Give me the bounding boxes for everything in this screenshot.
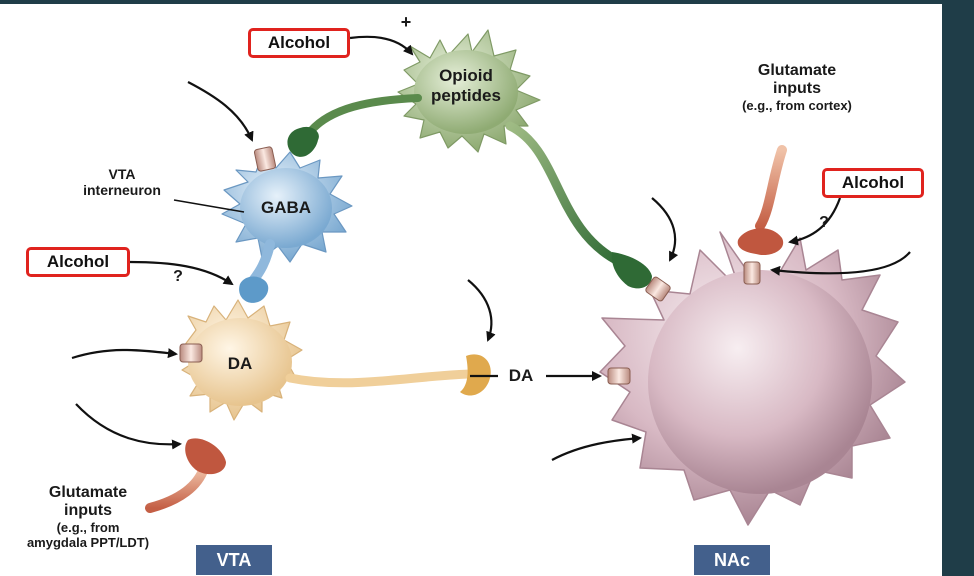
glutamate-terminal-left (185, 438, 226, 475)
line-interneuron-label (173, 199, 245, 213)
arrow-input-nac-left (651, 197, 679, 262)
glutamate-left-line1: Glutamate (48, 484, 128, 501)
region-vta: VTA (196, 545, 272, 575)
alcohol-label-right: Alcohol (822, 168, 924, 198)
receptor-nac-opioid (645, 276, 671, 302)
opioid-axon-to-gaba (306, 94, 422, 136)
opioid-label: Opioid peptides (418, 66, 514, 105)
nac-neuron (599, 231, 906, 526)
arrow-input-nac-bottom (551, 433, 642, 461)
glutamate-left-label: Glutamate inputs (e.g., from amygdala PP… (2, 484, 174, 551)
question-da: ? (173, 268, 183, 285)
opioid-label-line1: Opioid (439, 66, 493, 85)
alcohol-label-left: Alcohol (26, 247, 130, 277)
gaba-neuron (221, 151, 353, 303)
da-synapse-label: DA (508, 366, 534, 385)
arrow-input-gaba (187, 81, 254, 142)
receptor-gaba (253, 146, 277, 172)
vta-interneuron-line2: interneuron (83, 182, 161, 199)
glutamate-axon-right (755, 145, 787, 231)
opioid-label-line2: peptides (431, 85, 501, 105)
opioid-neuron (397, 29, 541, 153)
gaba-label: GABA (260, 198, 312, 217)
opioid-axon-to-nac (505, 121, 625, 267)
opioid-terminal-nac (611, 252, 652, 289)
vta-interneuron-line1: VTA (108, 166, 136, 182)
glutamate-right-line1: Glutamate (757, 62, 837, 79)
receptor-da-left (179, 343, 203, 363)
receptor-nac-glu (743, 261, 761, 285)
right-frame-bar (942, 0, 974, 576)
arrow-alcohol-da (129, 260, 234, 286)
arrow-alcohol-opioid (349, 35, 414, 56)
glutamate-left-line4: amygdala PPT/LDT) (26, 534, 150, 550)
da-cell-label: DA (227, 354, 253, 373)
arrow-input-da-synapse (467, 279, 496, 342)
glutamate-axon-left (145, 463, 209, 513)
region-nac: NAc (694, 545, 770, 575)
vta-interneuron-label: VTA interneuron (72, 166, 172, 198)
arrow-input-da-bottom (75, 403, 182, 450)
arrow-alcohol-nac (788, 197, 842, 246)
glutamate-right-line2: inputs (773, 80, 821, 98)
alcohol-label-top: Alcohol (248, 28, 350, 58)
plus-sign: + (400, 12, 412, 32)
receptor-nac-da (607, 367, 631, 385)
da-neuron (181, 299, 491, 421)
arrows (71, 35, 911, 461)
opioid-terminal-gaba (287, 126, 319, 157)
glutamate-left-line3: (e.g., from (56, 519, 120, 535)
glutamate-right-line3: (e.g., from cortex) (742, 97, 852, 113)
top-frame-bar (0, 0, 974, 4)
glutamate-right-label: Glutamate inputs (e.g., from cortex) (714, 62, 880, 114)
glutamate-left-line2: inputs (64, 502, 112, 520)
glutamate-terminal-right (737, 228, 784, 256)
question-nac: ? (819, 214, 829, 231)
arrow-input-da-top (71, 348, 178, 360)
arrow-input-nac-right (770, 251, 911, 276)
